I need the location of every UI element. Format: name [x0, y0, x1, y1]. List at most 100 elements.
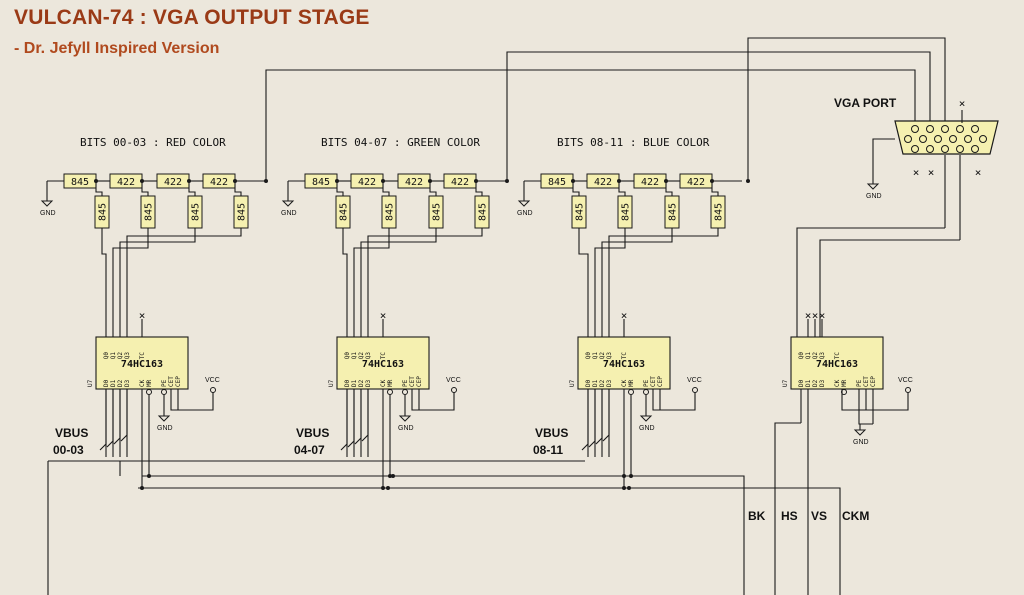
wire — [858, 389, 873, 425]
bus-label-hs: HS — [781, 509, 798, 523]
resistor-value: 845 — [478, 203, 489, 221]
gnd-label: GND — [40, 210, 56, 217]
pin-label: Q2 — [599, 352, 606, 360]
pin-label: PE — [402, 379, 409, 387]
vga-pin — [911, 125, 919, 133]
pin-bubble — [643, 389, 649, 395]
pin-label: D0 — [798, 379, 805, 387]
pin-label: Q2 — [812, 352, 819, 360]
vcc-terminal — [905, 387, 911, 393]
wire — [342, 228, 348, 337]
gnd-symbol — [281, 200, 295, 207]
vcc-terminal — [210, 387, 216, 393]
pin-label: D3 — [819, 379, 826, 387]
pin-label: D3 — [124, 379, 131, 387]
wire — [361, 389, 369, 442]
wire — [138, 487, 841, 595]
pin-label: D2 — [599, 379, 606, 387]
pin-label: Q2 — [117, 352, 124, 360]
vbus-label: VBUS — [55, 426, 88, 440]
gnd-label: GND — [639, 425, 655, 432]
pin-label: D1 — [351, 379, 358, 387]
resistor-value: 845 — [432, 203, 443, 221]
pin-label: U7 — [569, 379, 576, 387]
wire — [595, 389, 603, 445]
gnd-symbol — [398, 415, 412, 422]
resistor-value: 845 — [714, 203, 725, 221]
resistor-value: 845 — [385, 203, 396, 221]
wire — [774, 422, 801, 595]
pin-label: CET — [650, 376, 657, 387]
wire — [602, 389, 610, 442]
pin-label: CET — [409, 376, 416, 387]
gnd-label: GND — [398, 425, 414, 432]
gnd-symbol — [157, 415, 171, 422]
pin-label: Q0 — [798, 352, 805, 360]
wire — [119, 228, 196, 337]
pin-label: CET — [168, 376, 175, 387]
junction-dot — [391, 474, 395, 478]
wire — [747, 37, 946, 181]
no-connect-mark: × — [621, 309, 628, 322]
pin-label: D2 — [117, 379, 124, 387]
no-connect-mark: × — [380, 309, 387, 322]
resistor-value: 845 — [237, 203, 248, 221]
resistor-value: 422 — [687, 177, 705, 188]
gnd-label: GND — [853, 439, 869, 446]
pin-label: CK — [834, 379, 841, 387]
resistor-value: 422 — [117, 177, 135, 188]
vbus-label: VBUS — [296, 426, 329, 440]
resistor-value: 422 — [641, 177, 659, 188]
ic-label: 74HC163 — [603, 359, 645, 370]
pin-label: U7 — [87, 379, 94, 387]
pin-label: CEP — [870, 376, 877, 387]
wire — [665, 181, 673, 196]
ic-label: 74HC163 — [816, 359, 858, 370]
resistor-value: 422 — [451, 177, 469, 188]
vcc-terminal — [692, 387, 698, 393]
junction-dot — [386, 486, 390, 490]
wire — [581, 389, 589, 451]
no-connect-mark: × — [819, 309, 826, 322]
resistor-value: 422 — [594, 177, 612, 188]
wire — [819, 239, 960, 337]
pin-label: Q3 — [365, 352, 372, 360]
no-connect-mark: × — [812, 309, 819, 322]
wire — [354, 389, 362, 445]
pin-label: D1 — [805, 379, 812, 387]
vga-port-label: VGA PORT — [834, 96, 897, 110]
vcc-label: VCC — [205, 377, 220, 384]
vbus-label: 08-11 — [533, 443, 563, 457]
pin-label: PE — [161, 379, 168, 387]
gnd-symbol — [639, 415, 653, 422]
bus-label-vs: VS — [811, 509, 827, 523]
pin-label: CK — [139, 379, 146, 387]
resistor-value: 845 — [191, 203, 202, 221]
no-connect-mark: × — [928, 166, 935, 179]
pin-label: CEP — [657, 376, 664, 387]
vga-pin — [949, 135, 957, 143]
pin-label: Q0 — [103, 352, 110, 360]
resistor-value: 422 — [164, 177, 182, 188]
pin-label: D3 — [606, 379, 613, 387]
resistor-value: 845 — [339, 203, 350, 221]
vcc-label: VCC — [446, 377, 461, 384]
pin-label: Q3 — [819, 352, 826, 360]
pin-label: Q3 — [124, 352, 131, 360]
wire — [411, 389, 455, 411]
wire — [382, 181, 390, 196]
vcc-label: VCC — [687, 377, 702, 384]
gnd-label: GND — [866, 193, 882, 200]
pin-label: CEP — [175, 376, 182, 387]
pin-label: Q2 — [358, 352, 365, 360]
pin-label: CK — [380, 379, 387, 387]
vbus-label: 04-07 — [294, 443, 325, 457]
ic-label: 74HC163 — [362, 359, 404, 370]
wire — [141, 181, 149, 196]
wire — [588, 389, 596, 448]
pin-label: TC — [834, 352, 841, 360]
wire — [106, 389, 114, 448]
vga-pin — [904, 135, 912, 143]
pin-label: U7 — [328, 379, 335, 387]
pin-label: PE — [856, 379, 863, 387]
